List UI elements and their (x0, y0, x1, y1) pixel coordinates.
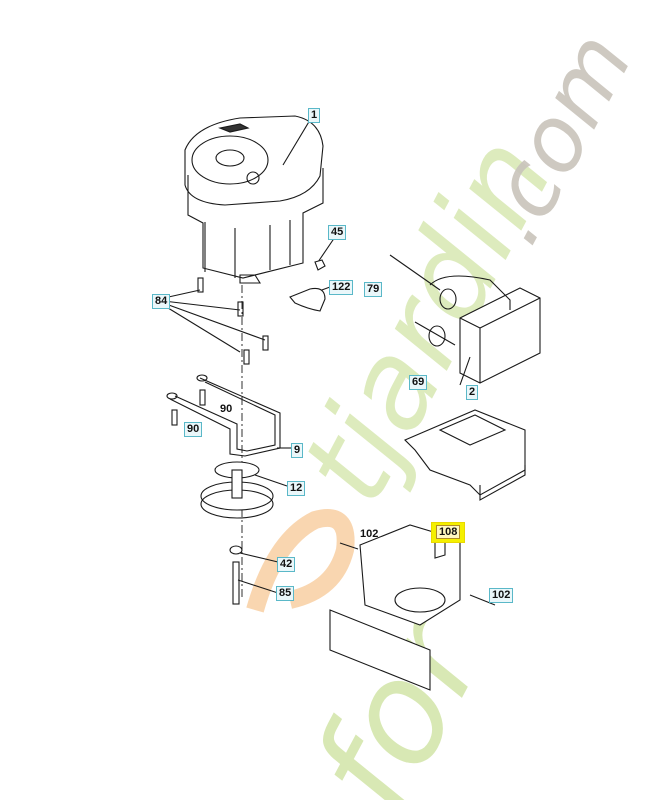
callout-90-a[interactable]: 90 (220, 403, 233, 415)
callout-102-a[interactable]: 102 (360, 528, 379, 540)
callout-42[interactable]: 42 (277, 557, 296, 572)
callout-2[interactable]: 2 (466, 385, 479, 400)
callout-90-b[interactable]: 90 (184, 422, 203, 437)
callout-1[interactable]: 1 (308, 108, 321, 123)
callout-108-label: 108 (436, 525, 461, 539)
callout-102-b[interactable]: 102 (489, 588, 514, 603)
callout-9[interactable]: 9 (291, 443, 304, 458)
engine-pulley-12 (200, 461, 288, 519)
callout-85[interactable]: 85 (276, 586, 295, 601)
callout-108[interactable]: 108 (431, 522, 466, 543)
callout-45[interactable]: 45 (328, 225, 347, 240)
callout-69[interactable]: 69 (409, 375, 428, 390)
muffler-2 (389, 254, 541, 386)
engine (184, 115, 324, 284)
callout-12[interactable]: 12 (287, 481, 306, 496)
callout-122[interactable]: 122 (329, 280, 354, 295)
callout-79[interactable]: 79 (364, 282, 383, 297)
belt-guide-9 (166, 374, 292, 457)
engine-bolts-84 (197, 277, 269, 365)
chassis-frame (404, 409, 526, 501)
callout-84[interactable]: 84 (152, 294, 171, 309)
deck-bracket (329, 524, 496, 691)
